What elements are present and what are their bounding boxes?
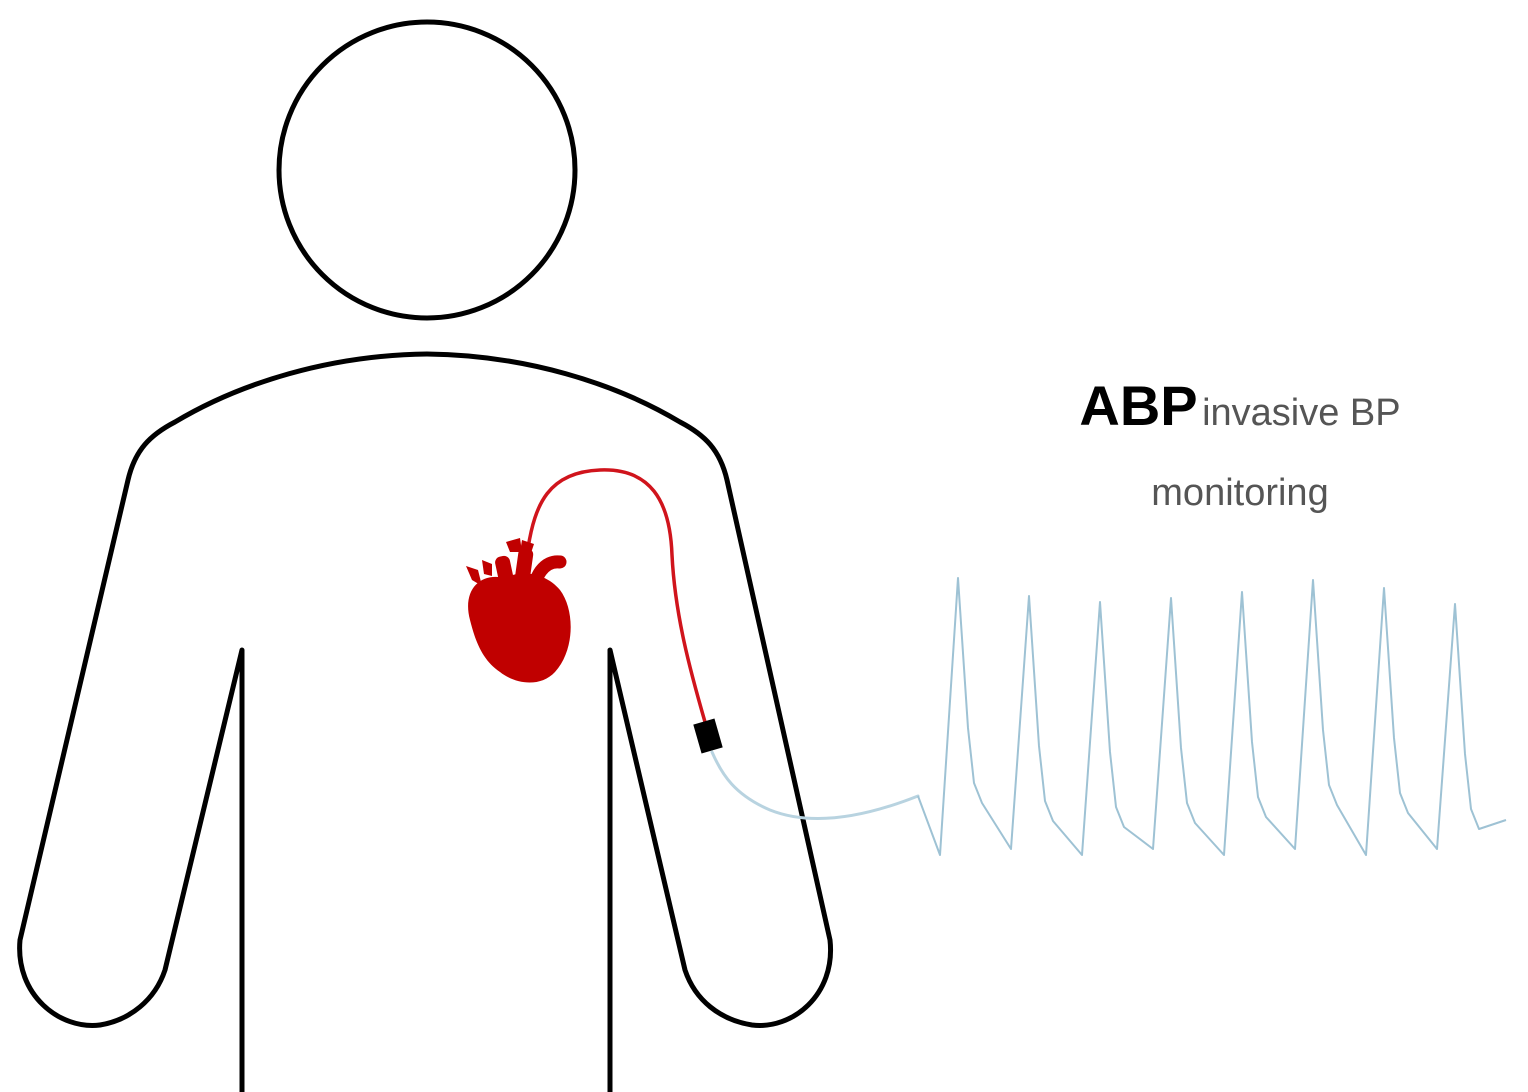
arterial-catheter-line [526, 468, 707, 724]
figure-head [276, 19, 578, 321]
pressure-transducer [693, 718, 723, 754]
figure-left-arm-inner [97, 647, 245, 1028]
anatomical-heart-icon [466, 538, 571, 683]
abp-label: ABP invasive BP monitoring [1020, 370, 1460, 537]
figure-body-outline [17, 351, 834, 1028]
arterial-pressure-waveform [917, 577, 1507, 856]
abp-abbreviation: ABP [1079, 374, 1198, 437]
abp-description: invasive BP monitoring [1151, 392, 1401, 514]
transducer-tubing [710, 750, 920, 821]
